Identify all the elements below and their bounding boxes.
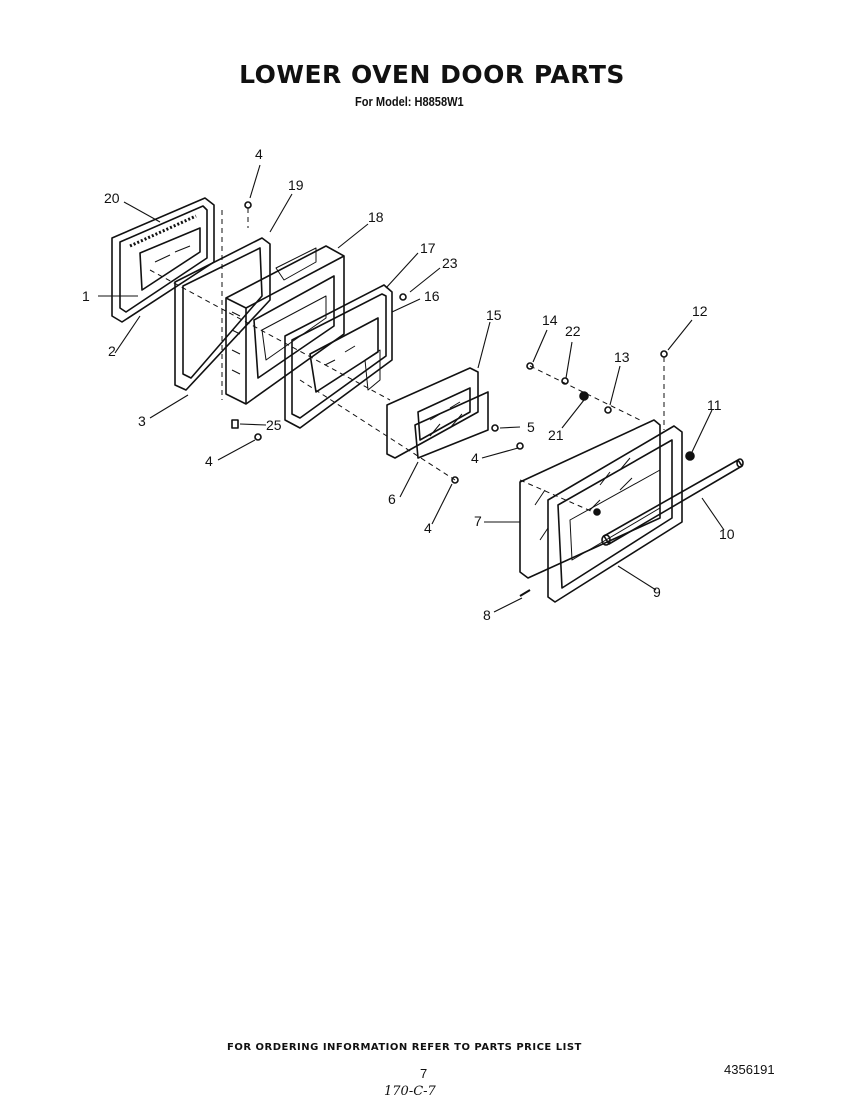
callout-22: 22	[565, 323, 581, 339]
callout-7: 7	[474, 513, 482, 529]
callout-25: 25	[266, 417, 282, 433]
callout-4: 4	[424, 520, 432, 536]
part-6-inner-glass	[414, 391, 489, 459]
callout-5: 5	[527, 419, 535, 435]
callout-16: 16	[424, 288, 440, 304]
callout-4: 4	[205, 453, 213, 469]
callout-10: 10	[719, 526, 735, 542]
callout-20: 20	[104, 190, 120, 206]
callout-11: 11	[707, 397, 722, 413]
callout-4: 4	[255, 146, 263, 162]
callout-14: 14	[542, 312, 558, 328]
callout-23: 23	[442, 255, 458, 271]
callout-17: 17	[420, 240, 436, 256]
page-title: LOWER OVEN DOOR PARTS	[239, 60, 625, 89]
part-20-outer-panel	[111, 197, 215, 323]
callout-18: 18	[368, 209, 384, 225]
part-15-glass-bracket	[386, 367, 479, 459]
part-7-outer-glass	[519, 419, 661, 579]
callout-12: 12	[692, 303, 708, 319]
callout-13: 13	[614, 349, 630, 365]
part-10-door-handle	[601, 458, 744, 546]
part-17-inner-panel	[284, 284, 393, 429]
callout-2: 2	[108, 343, 116, 359]
assembly-lines	[149, 208, 665, 516]
callout-8: 8	[483, 607, 491, 623]
model-subtitle: For Model: H8858W1	[355, 94, 464, 109]
callout-21: 21	[548, 427, 564, 443]
callout-4: 4	[471, 450, 479, 466]
callout-6: 6	[388, 491, 396, 507]
ordering-info-note: FOR ORDERING INFORMATION REFER TO PARTS …	[227, 1042, 582, 1053]
callout-19: 19	[288, 177, 304, 193]
leader-lines	[98, 164, 725, 613]
callout-3: 3	[138, 413, 146, 429]
part-18-door-liner	[225, 245, 345, 405]
part-9-outer-frame	[547, 425, 683, 603]
page-number: 7	[420, 1066, 428, 1081]
callout-labels: 20 4 19 18 17 23 16 1 2 3 25 4 15 14 22 …	[82, 146, 735, 623]
handwritten-note: 170-C-7	[384, 1084, 436, 1099]
document-number: 4356191	[724, 1062, 775, 1077]
callout-15: 15	[486, 307, 502, 323]
callout-1: 1	[82, 288, 90, 304]
callout-9: 9	[653, 584, 661, 600]
hardware-pieces	[231, 201, 695, 597]
